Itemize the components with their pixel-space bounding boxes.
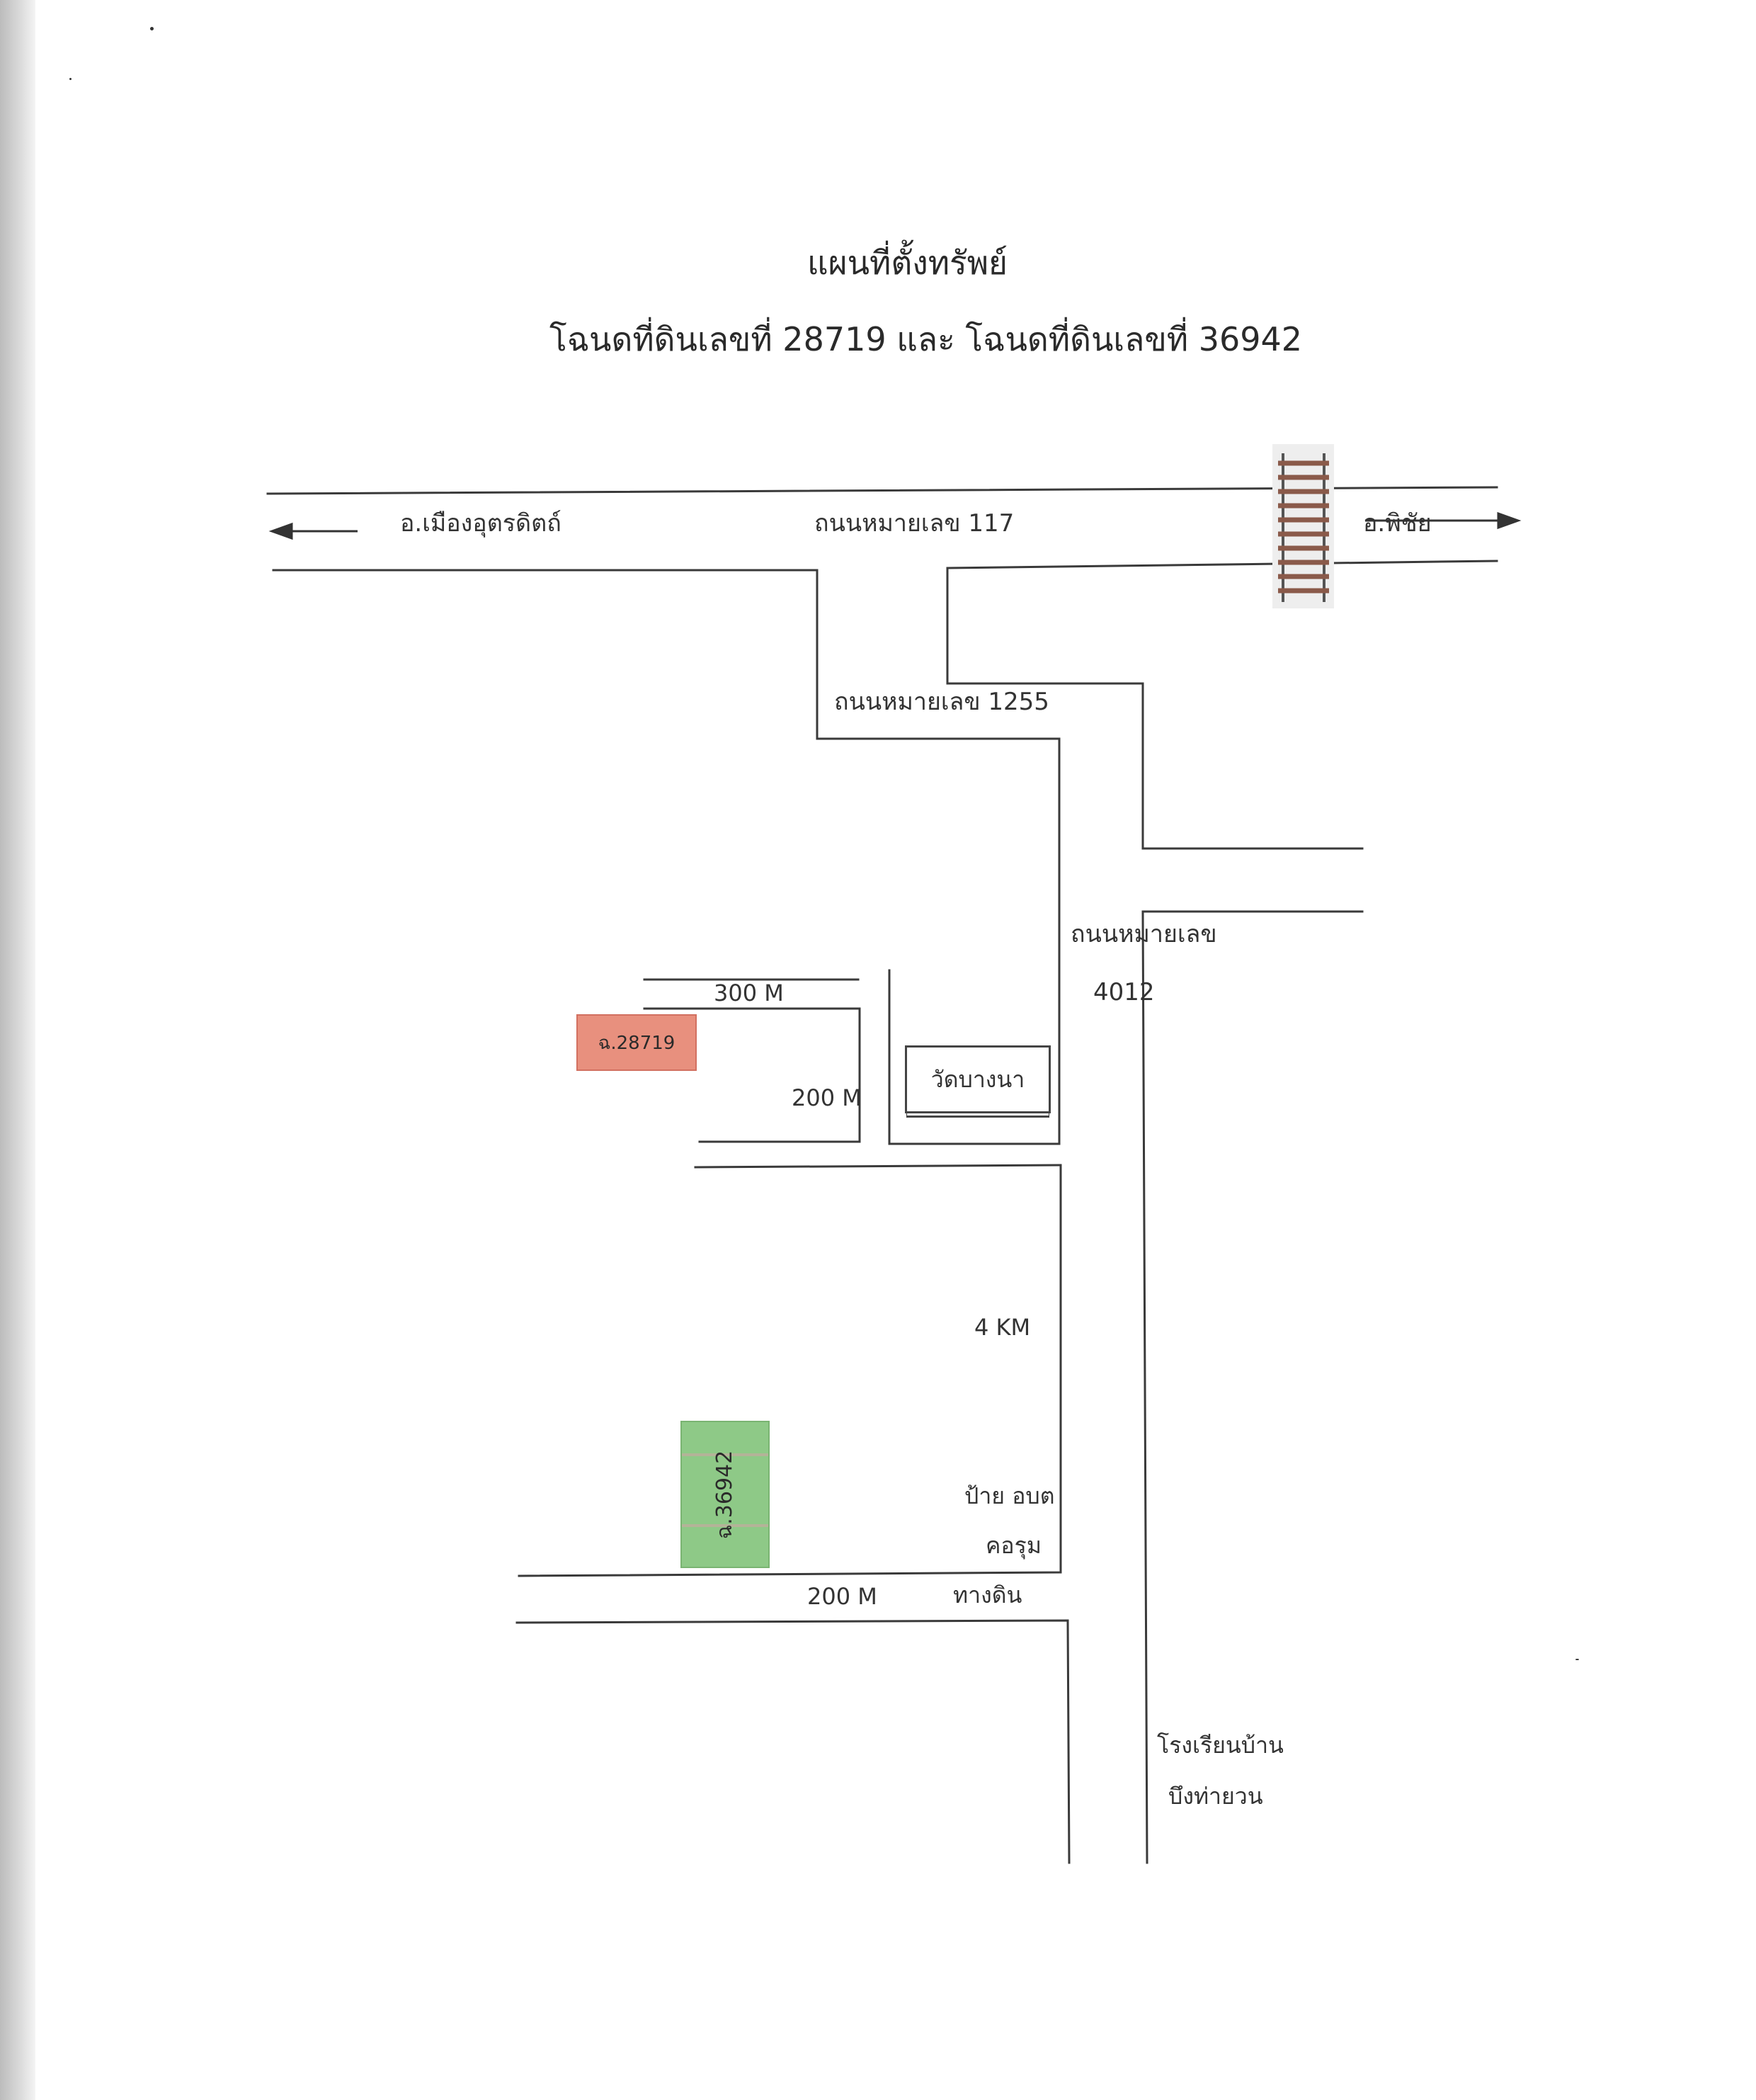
road-117-south-edge-east bbox=[946, 560, 1498, 569]
east-destination-label: อ.พิชัย bbox=[1363, 509, 1432, 538]
scan-speck bbox=[150, 27, 154, 30]
map-title: แผนที่ตั้งทรัพย์ bbox=[807, 244, 1008, 282]
scan-edge bbox=[0, 0, 35, 2100]
temple-label: วัดบางนา bbox=[930, 1065, 1025, 1093]
sign-label-line1: ป้าย อบต bbox=[964, 1482, 1055, 1509]
road-1255-west-edge bbox=[816, 569, 1061, 1145]
arrow-left-icon bbox=[268, 522, 358, 540]
lower-road-north-edge bbox=[694, 1164, 1062, 1169]
temple-lane bbox=[888, 969, 1061, 1145]
railway-icon bbox=[1272, 444, 1334, 608]
road-4012-west-edge bbox=[518, 1164, 1062, 1577]
distance-200m-lower-label: 200 M bbox=[807, 1583, 877, 1610]
school-label-line2: บึงท่ายวน bbox=[1168, 1783, 1263, 1810]
west-destination-label: อ.เมืองอุตรดิตถ์ bbox=[400, 509, 561, 538]
school-label-line1: โรงเรียนบ้าน bbox=[1157, 1732, 1284, 1759]
plot-28719-marker: ฉ.28719 bbox=[576, 1014, 697, 1071]
plot-28719-label: ฉ.28719 bbox=[598, 1032, 675, 1054]
dirt-road-label: ทางดิน bbox=[953, 1582, 1022, 1608]
distance-4km-label: 4 KM bbox=[974, 1314, 1031, 1341]
distance-300m-label: 300 M bbox=[714, 980, 784, 1006]
temple-box: วัดบางนา bbox=[905, 1045, 1051, 1113]
sign-label-line2: คอรุม bbox=[986, 1532, 1042, 1559]
scan-speck bbox=[1575, 1659, 1579, 1660]
road-4012-name-label: ถนนหมายเลข bbox=[1071, 920, 1217, 948]
plot-36942-marker: ฉ.36942 bbox=[680, 1421, 770, 1568]
road-4012-number-label: 4012 bbox=[1093, 978, 1155, 1006]
road-1255-label: ถนนหมายเลข 1255 bbox=[834, 688, 1049, 716]
map-subtitle: โฉนดที่ดินเลขที่ 28719 และ โฉนดที่ดินเลข… bbox=[549, 320, 1303, 358]
plot-36942-label: ฉ.36942 bbox=[712, 1450, 738, 1539]
dirt-road-edge bbox=[515, 1619, 1071, 1864]
plot-band bbox=[682, 1453, 768, 1456]
road-117-label: ถนนหมายเลข 117 bbox=[814, 509, 1015, 538]
side-road-south-edge bbox=[643, 1007, 861, 1143]
distance-200m-upper-label: 200 M bbox=[792, 1084, 862, 1111]
scan-speck bbox=[69, 78, 72, 80]
plot-band bbox=[682, 1524, 768, 1527]
road-1255-east-edge bbox=[946, 567, 1364, 850]
road-4012-east-edge bbox=[1141, 910, 1364, 1864]
arrow-right-icon bbox=[1365, 511, 1522, 530]
